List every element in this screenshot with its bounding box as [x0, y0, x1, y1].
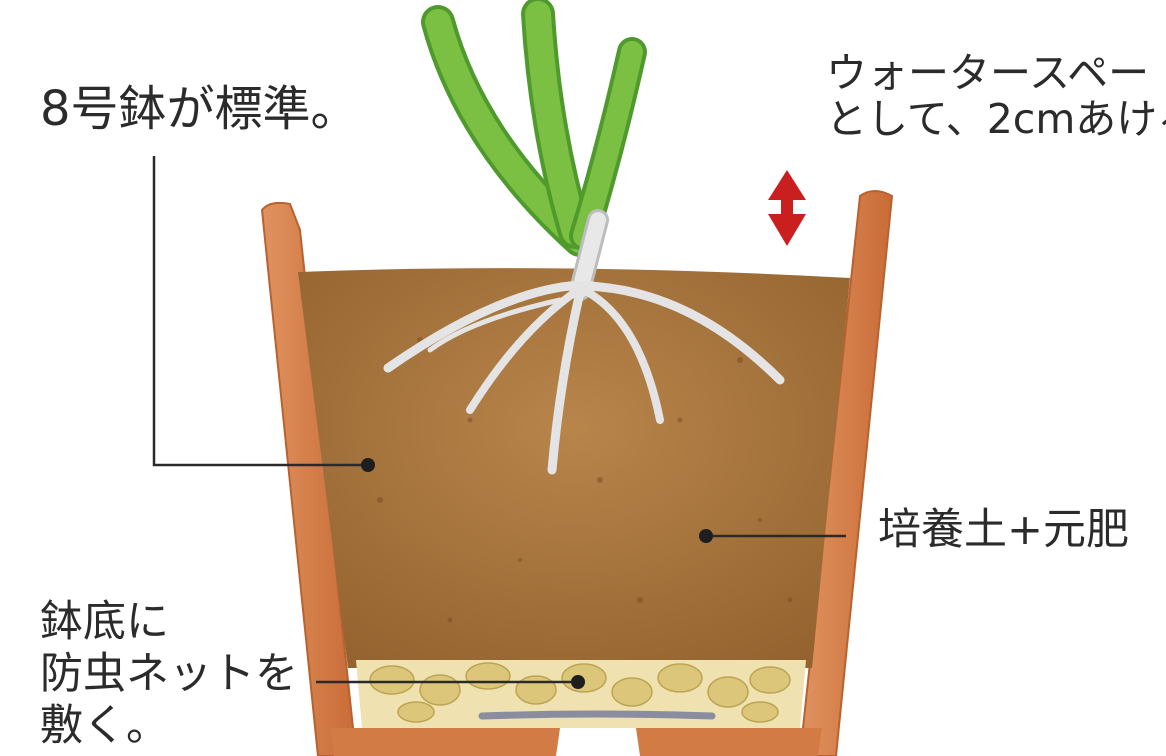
insect-net	[482, 714, 712, 716]
pot-bottom-left	[330, 728, 560, 756]
water-space-line-1: ウォータースペー	[826, 50, 1166, 96]
water-space-line-2: として、2cmあける	[826, 96, 1166, 142]
double-arrow-vertical-icon	[768, 170, 806, 246]
pot-size-label: 8号鉢が標準。	[40, 84, 359, 134]
net-line-1: 鉢底に	[40, 596, 298, 648]
soil-label: 培養土+元肥	[878, 508, 1129, 553]
water-space-label: ウォータースペー として、2cmあける	[826, 50, 1166, 142]
plant-leaves	[438, 14, 632, 240]
net-line-3: 敷く。	[40, 700, 298, 752]
pot-bottom-right	[636, 728, 822, 756]
net-line-2: 防虫ネットを	[40, 648, 298, 700]
insect-net-label: 鉢底に 防虫ネットを 敷く。	[40, 596, 298, 752]
